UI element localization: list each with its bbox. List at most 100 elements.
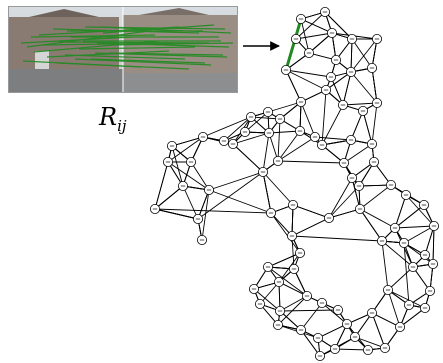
graph-edge: [285, 69, 332, 78]
graph-node: [316, 297, 327, 308]
graph-edge: [362, 110, 373, 145]
graph-edge: [270, 212, 293, 237]
graph-node: [287, 199, 298, 210]
graph-edge: [359, 208, 396, 229]
graph-node: [398, 237, 409, 248]
graph-node: [295, 324, 306, 335]
graph-edge: [324, 11, 353, 40]
graph-node: [280, 65, 291, 76]
highlighted-edge: [284, 18, 303, 71]
graph-edge: [371, 102, 378, 145]
graph-node: [325, 72, 336, 83]
graph-edge: [350, 71, 378, 104]
graph-edge: [232, 143, 264, 173]
graph-node: [177, 180, 188, 191]
graph-edge: [325, 71, 352, 91]
graph-node: [227, 138, 238, 149]
graph-edge: [358, 184, 392, 187]
graph-edge: [342, 102, 378, 106]
graph-node: [218, 135, 229, 146]
graph-node: [424, 285, 435, 296]
graph-node: [290, 34, 301, 45]
graph-node: [366, 307, 377, 318]
graph-node: [162, 156, 173, 167]
graph-edge: [208, 171, 264, 191]
graph-node: [245, 112, 256, 123]
graph-edge: [270, 212, 301, 254]
graph-node: [332, 304, 343, 315]
graph-node: [319, 7, 330, 17]
graph-node: [379, 342, 390, 353]
graph-node: [314, 350, 325, 361]
graph-node: [428, 220, 439, 231]
graph-node: [295, 97, 306, 108]
graph-edge: [387, 266, 414, 291]
graph-node: [257, 166, 268, 177]
graph-edge: [277, 130, 301, 162]
graph-edge: [154, 161, 169, 210]
graph-node: [341, 318, 352, 329]
graph-edge: [403, 242, 434, 265]
graph-edge: [279, 309, 339, 312]
graph-node: [262, 261, 273, 272]
graph-node: [349, 331, 360, 342]
graph-edge: [291, 235, 295, 270]
match-line: [112, 42, 234, 46]
graph-edge: [359, 208, 383, 242]
graph-edge: [171, 136, 204, 147]
graph-node: [357, 106, 368, 117]
graph-edge: [351, 38, 373, 69]
graph-node: [192, 213, 203, 224]
graph-node: [353, 180, 364, 191]
graph-edge: [262, 171, 272, 214]
graph-edge: [351, 177, 361, 210]
graph-node: [419, 249, 430, 260]
match-line: [58, 41, 210, 44]
graph-edge: [182, 185, 199, 220]
graph-edge: [292, 204, 330, 219]
graph-node: [312, 332, 323, 343]
graph-edge: [321, 89, 327, 146]
graph-edge: [342, 71, 352, 106]
graph-node: [400, 189, 411, 200]
label-base: R: [99, 103, 118, 131]
graph-node: [419, 302, 430, 313]
graph-node: [203, 184, 214, 195]
graph-node: [366, 138, 377, 149]
graph-node: [326, 27, 337, 38]
graph-edge: [350, 38, 353, 73]
graph-node: [316, 139, 327, 150]
graph-edge: [154, 208, 199, 220]
match-line: [102, 24, 215, 34]
graph-edge: [253, 288, 281, 312]
graph-edge: [295, 11, 326, 40]
graph-edge: [291, 235, 383, 242]
graph-node: [338, 157, 349, 168]
graph-node: [185, 156, 196, 167]
graph-node: [320, 85, 331, 96]
graph-edge: [208, 189, 272, 214]
graph-edge: [154, 185, 184, 210]
graph-node: [345, 67, 356, 78]
graph-node: [294, 126, 305, 137]
graph-edge: [387, 289, 401, 328]
graph-edge: [381, 240, 414, 268]
graph-edge: [350, 38, 378, 73]
graph-edge: [308, 32, 333, 54]
graph-node: [272, 155, 283, 166]
match-line: [78, 46, 196, 50]
graph-edge: [371, 67, 378, 104]
match-line: [64, 54, 186, 60]
graph-edge: [387, 289, 426, 309]
graph-edge: [267, 252, 301, 268]
graph-node: [382, 284, 393, 295]
graph-edge: [300, 302, 323, 331]
graph-node: [345, 134, 356, 145]
graph-edge: [328, 185, 360, 219]
graph-edge: [291, 204, 294, 237]
graph-node: [376, 235, 387, 246]
graph-edge: [394, 204, 425, 229]
graph-node: [265, 207, 276, 218]
graph-edge: [405, 194, 435, 227]
graph-node: [354, 203, 365, 214]
